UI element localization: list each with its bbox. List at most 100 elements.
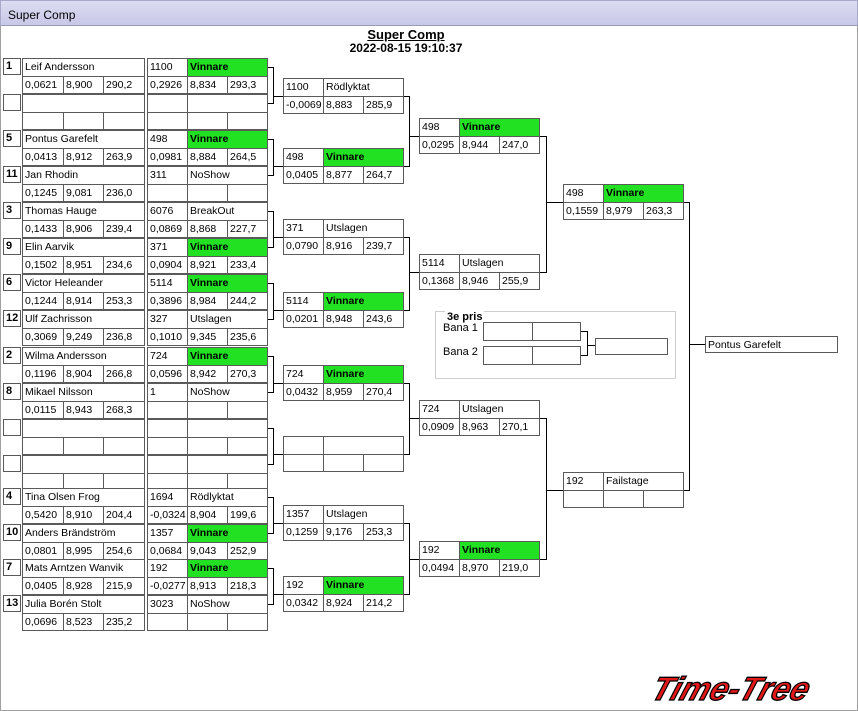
bracket-line (268, 175, 273, 176)
cell: 9,081 (63, 185, 103, 201)
bracket-line (273, 283, 274, 320)
bracket-line (410, 418, 419, 419)
cell: -0,0324 (150, 509, 186, 521)
cell: 724 (422, 403, 440, 415)
cell: BreakOut (187, 203, 267, 220)
champion-name[interactable]: Pontus Garefelt (705, 336, 838, 353)
result-time-row (148, 184, 267, 201)
cell: Mats Arntzen Wanvik (25, 562, 124, 574)
logo-text: Time-Tree (647, 671, 815, 708)
cell: 253,3 (103, 293, 142, 309)
cell: 9,249 (63, 329, 103, 345)
bracket-line (273, 211, 274, 248)
third-prize-winner[interactable] (595, 338, 668, 355)
round1-result-box[interactable] (147, 455, 268, 491)
cell: 0,0201 (286, 313, 319, 325)
cell: 0,0909 (422, 421, 455, 433)
bracket-line (540, 418, 546, 419)
cell: 234,6 (103, 257, 142, 273)
cell: 0,0684 (150, 545, 183, 557)
cell: 236,8 (103, 329, 142, 345)
driver-box[interactable] (22, 419, 145, 455)
bracket-line (268, 247, 273, 248)
cell (284, 455, 323, 471)
cell (227, 474, 267, 490)
cell: Ulf Zachrisson (25, 313, 93, 325)
cell: 8,900 (63, 77, 103, 93)
cell: 0,0596 (150, 368, 183, 380)
lane1-result[interactable] (483, 322, 581, 341)
cell: Rödlyktat (187, 489, 267, 506)
cell: 3023 (150, 598, 174, 610)
round2-result-box[interactable] (283, 436, 404, 472)
cell (284, 437, 323, 454)
round1-result-box[interactable] (147, 419, 268, 455)
driver-name-row: Mats Arntzen Wanvik (23, 560, 144, 577)
cell: 9,043 (187, 543, 227, 559)
cell: 0,0696 (25, 616, 58, 628)
cell: 8,921 (187, 257, 227, 273)
seed-number: 8 (3, 383, 21, 400)
bracket-line (540, 559, 546, 560)
cell: 8,943 (63, 402, 103, 418)
cell: 724 (150, 350, 168, 362)
bracket-line (690, 344, 705, 345)
driver-time-row (23, 437, 144, 454)
driver-box[interactable] (22, 455, 145, 491)
cell (187, 456, 267, 473)
lane2-result[interactable] (483, 346, 581, 365)
cell: Vinnare (459, 542, 539, 559)
cell (323, 437, 403, 454)
driver-box[interactable] (22, 94, 145, 130)
round1-result-box[interactable] (147, 94, 268, 130)
bracket-line (404, 96, 409, 97)
cell (103, 474, 142, 490)
cell: Failstage (603, 473, 683, 490)
driver-name-row: Tina Olsen Frog (23, 489, 144, 506)
